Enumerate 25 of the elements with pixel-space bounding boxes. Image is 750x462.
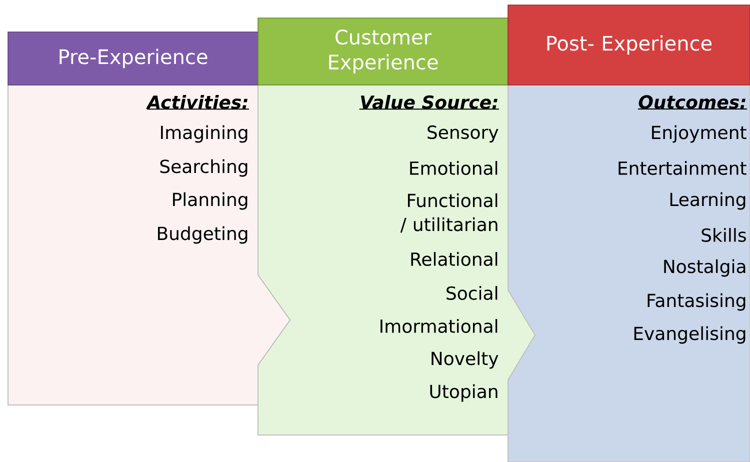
list-item: Novelty — [432, 351, 498, 369]
list-item: Enjoyment — [652, 125, 746, 143]
list-item: Searching — [160, 159, 248, 177]
list-item: Relational — [411, 252, 498, 266]
list-item: Imormational — [380, 319, 498, 333]
list-heading: Value Source: — [358, 95, 500, 110]
list-item: Fantasising — [648, 293, 746, 311]
header-band: Post- Experience — [508, 4, 750, 86]
list-item: Utopian — [430, 384, 498, 402]
list-heading: Outcomes: — [637, 95, 748, 110]
list-item: Imagining — [161, 125, 248, 143]
list-item: Evangelising — [634, 326, 746, 344]
list-item: Skills — [702, 228, 746, 242]
list-item: Functional / utilitarian — [400, 193, 498, 233]
list-item: Learning — [670, 192, 746, 210]
list-item: Emotional — [410, 161, 498, 175]
list-item: Planning — [173, 192, 248, 210]
list-heading: Activities: — [146, 95, 250, 110]
list-item: Nostalgia — [664, 259, 746, 277]
header-band: Customer Experience — [258, 18, 508, 86]
list-item: Entertainment — [618, 161, 746, 175]
list-item: Budgeting — [158, 226, 248, 244]
list-item: Social — [446, 286, 498, 300]
header-band: Pre-Experience — [8, 32, 258, 86]
list-item: Sensory — [428, 125, 498, 143]
